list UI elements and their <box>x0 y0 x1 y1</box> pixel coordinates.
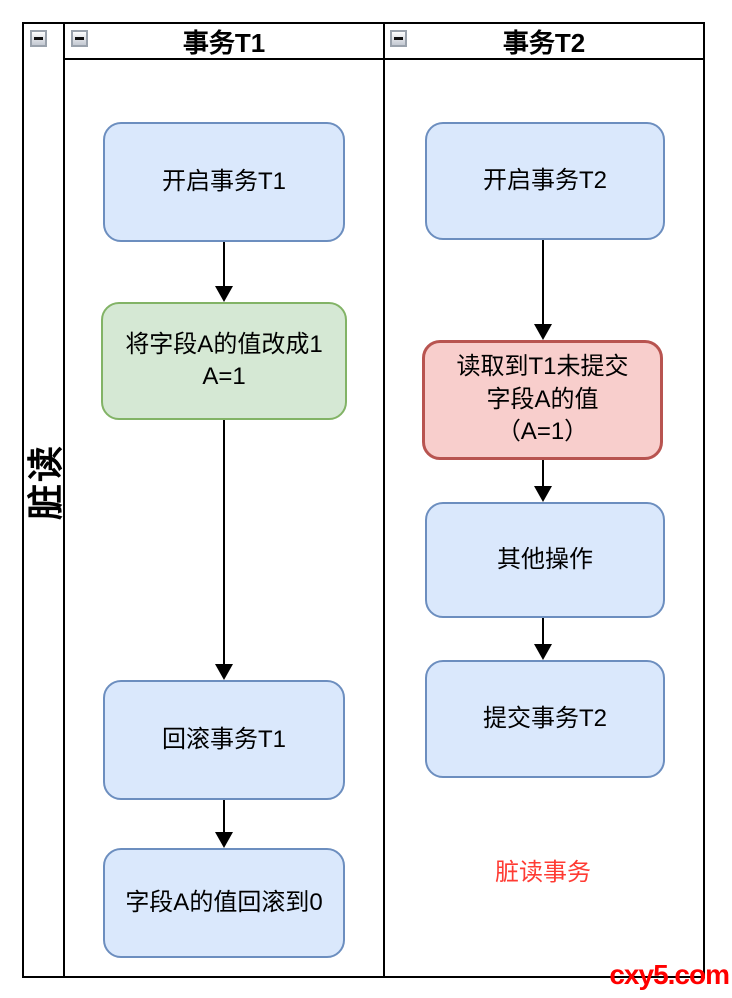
t2-node-start: 开启事务T2 <box>425 122 665 240</box>
arrow-down-icon <box>534 460 552 502</box>
t1-node-start: 开启事务T1 <box>103 122 345 242</box>
node-label: 将字段A的值改成1 <box>125 330 323 358</box>
node-label: A=1 <box>202 363 246 390</box>
pool-label-divider <box>63 22 65 978</box>
swimlane-pool <box>22 22 705 978</box>
arrow-down-icon <box>215 242 233 302</box>
t1-node-update: 将字段A的值改成1 A=1 <box>101 302 347 420</box>
node-label: 回滚事务T1 <box>161 725 286 753</box>
node-label: 读取到T1未提交 <box>456 353 629 381</box>
lane-divider <box>383 22 385 978</box>
lane2-header-underline <box>385 58 703 60</box>
t2-node-dirty-read: 读取到T1未提交 字段A的值 （A=1） <box>422 340 663 460</box>
t2-node-other-ops: 其他操作 <box>425 502 665 618</box>
lane1-title: 事务T1 <box>182 28 266 58</box>
node-label: （A=1） <box>496 418 589 446</box>
site-watermark: cxy5.com <box>609 959 730 990</box>
node-label: 提交事务T2 <box>482 704 607 732</box>
lane1-collapse-button[interactable] <box>71 30 88 47</box>
node-label: 开启事务T2 <box>482 166 607 194</box>
t1-node-rollback: 回滚事务T1 <box>103 680 345 800</box>
node-label: 字段A的值回滚到0 <box>125 888 323 916</box>
node-label: 其他操作 <box>497 545 593 573</box>
dirty-read-annotation: 脏读事务 <box>495 859 591 886</box>
lane2-collapse-button[interactable] <box>390 30 407 47</box>
lane1-header-underline <box>65 58 383 60</box>
node-label: 开启事务T1 <box>161 167 286 195</box>
collapse-minus-icon <box>394 37 403 40</box>
lane2-title: 事务T2 <box>502 28 586 58</box>
arrow-down-icon <box>215 420 233 680</box>
pool-collapse-button[interactable] <box>30 30 47 47</box>
t1-node-rolled-back-value: 字段A的值回滚到0 <box>103 848 345 958</box>
collapse-minus-icon <box>34 37 43 40</box>
node-label: 字段A的值 <box>486 385 599 413</box>
arrow-down-icon <box>534 618 552 660</box>
arrow-down-icon <box>534 240 552 340</box>
collapse-minus-icon <box>75 37 84 40</box>
t2-node-commit: 提交事务T2 <box>425 660 665 778</box>
arrow-down-icon <box>215 800 233 848</box>
pool-title: 脏读 <box>25 443 66 521</box>
